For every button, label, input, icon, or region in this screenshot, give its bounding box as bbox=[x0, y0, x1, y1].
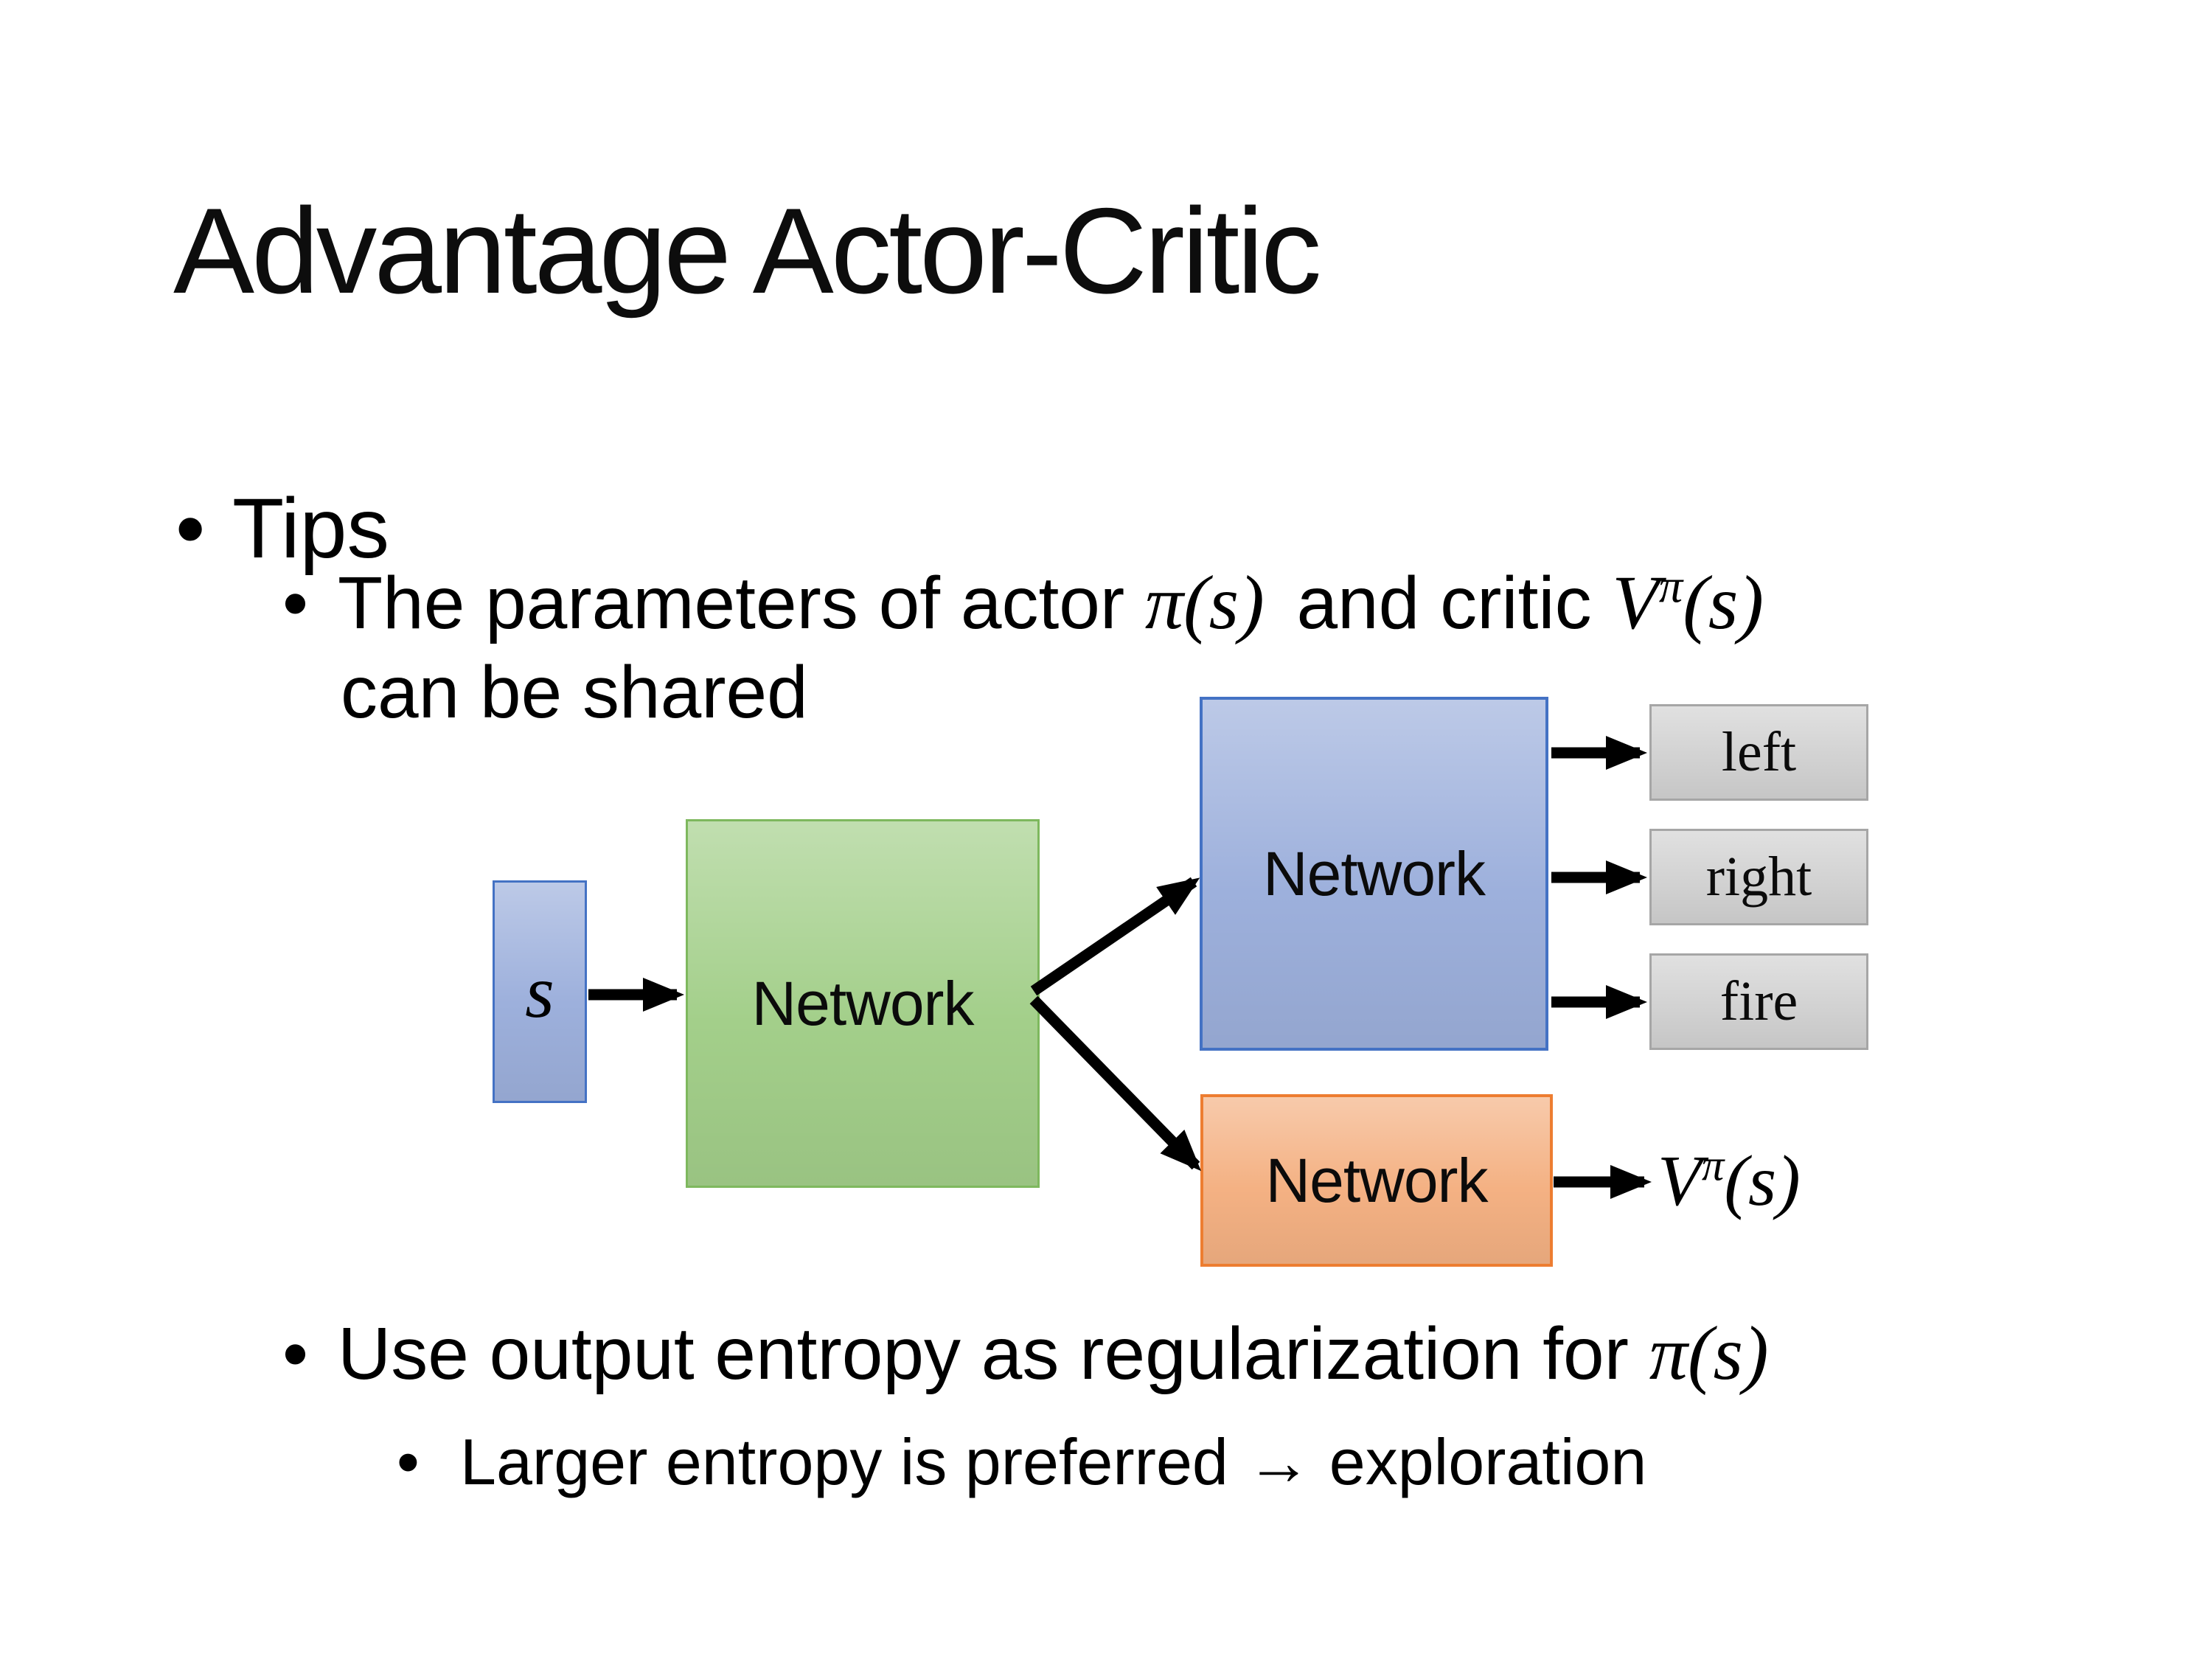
shared-network-label: Network bbox=[751, 968, 974, 1038]
bullet-shared-parameters-line2: can be shared bbox=[341, 647, 808, 737]
state-label: s bbox=[525, 950, 554, 1034]
critic-v-args: (s) bbox=[1683, 560, 1764, 645]
bullet-glyph: • bbox=[282, 1312, 309, 1395]
action-box-right: right bbox=[1649, 829, 1868, 925]
value-output-label: Vπ(s) bbox=[1658, 1137, 1801, 1225]
arrow-shared-to-critic bbox=[1029, 995, 1201, 1172]
state-box: s bbox=[493, 880, 587, 1103]
bullet-glyph: • bbox=[282, 562, 309, 644]
shared-parameters-prefix: The parameters of actor bbox=[338, 562, 1145, 644]
policy-math: π(s) bbox=[1649, 1311, 1769, 1396]
shared-parameters-middle: and critic bbox=[1296, 562, 1613, 644]
action-box-fire: fire bbox=[1649, 953, 1868, 1050]
critic-value-math: Vπ(s) bbox=[1612, 560, 1764, 645]
action-label-fire: fire bbox=[1719, 970, 1798, 1032]
action-label-right: right bbox=[1705, 846, 1812, 908]
exploration-text: Larger entropy is preferred → exploratio… bbox=[460, 1425, 1647, 1498]
action-label-left: left bbox=[1721, 721, 1797, 783]
value-v-sup: π bbox=[1701, 1141, 1725, 1191]
bullet-tips: Tips bbox=[232, 476, 389, 582]
slide-title: Advantage Actor-Critic bbox=[173, 183, 1322, 319]
critic-v-sup: π bbox=[1658, 560, 1683, 613]
action-box-left: left bbox=[1649, 704, 1868, 801]
arrow-shared-to-actor bbox=[1030, 877, 1200, 996]
bullet-shared-parameters: The parameters of actor π(s) and critic V… bbox=[338, 558, 1764, 648]
critic-v: V bbox=[1612, 560, 1659, 645]
shared-parameters-line2-text: can be shared bbox=[341, 651, 808, 734]
tips-text: Tips bbox=[232, 481, 389, 576]
actor-network-label: Network bbox=[1262, 838, 1486, 908]
value-v: V bbox=[1658, 1141, 1702, 1221]
bullet-glyph: • bbox=[397, 1425, 420, 1498]
entropy-prefix-text: Use output entropy as regularization for bbox=[338, 1312, 1649, 1395]
bullet-entropy-regularization: Use output entropy as regularization for… bbox=[338, 1309, 1769, 1399]
bullet-exploration: Larger entropy is preferred → exploratio… bbox=[460, 1419, 1646, 1506]
bullet-glyph: • bbox=[175, 481, 206, 576]
value-v-args: (s) bbox=[1724, 1141, 1801, 1221]
critic-network-box: Network bbox=[1200, 1094, 1553, 1267]
critic-network-label: Network bbox=[1265, 1145, 1488, 1215]
shared-network-box: Network bbox=[686, 819, 1040, 1188]
actor-network-box: Network bbox=[1200, 697, 1548, 1051]
actor-policy-math: π(s) bbox=[1144, 560, 1265, 645]
